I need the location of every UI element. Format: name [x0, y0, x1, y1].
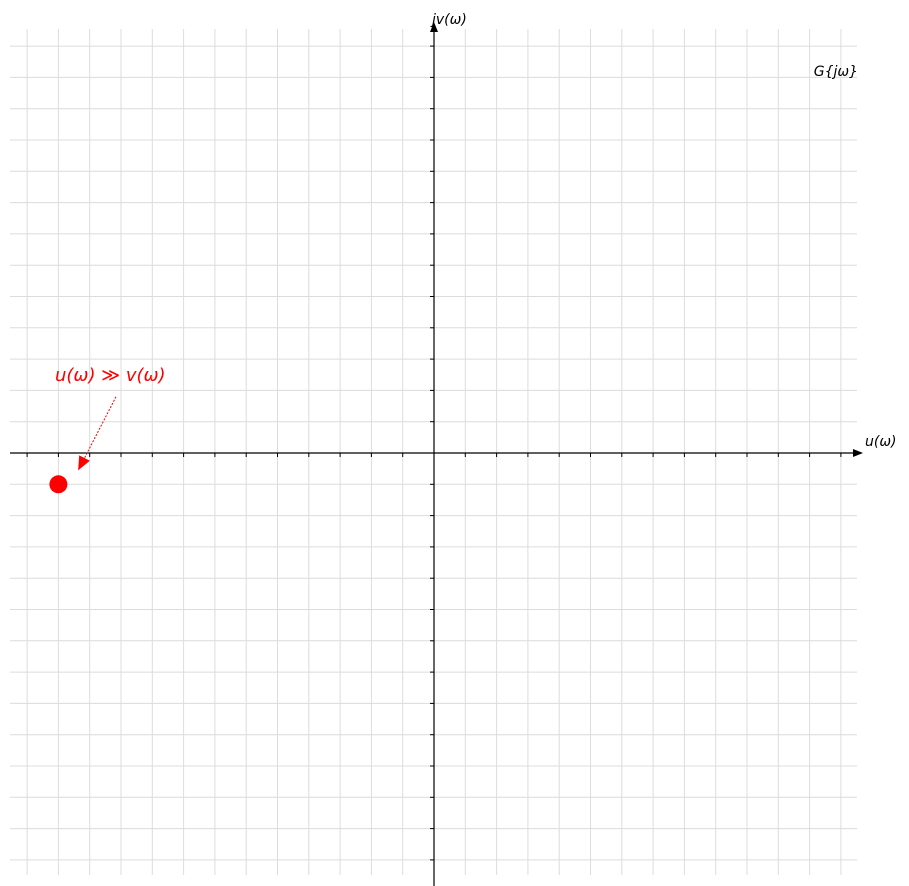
- axes: [10, 22, 863, 886]
- axis-ticks: [26, 45, 842, 861]
- annotation-label: u(ω) ≫ v(ω): [55, 365, 166, 386]
- annotations: u(ω) ≫ v(ω): [55, 365, 166, 471]
- data-point: [49, 475, 68, 494]
- x-axis-label: u(ω): [865, 434, 897, 450]
- data-points: [49, 475, 68, 494]
- corner-label: G{jω}: [814, 64, 858, 80]
- y-axis-label: jv(ω): [430, 12, 467, 28]
- annotation-arrow: [78, 396, 117, 471]
